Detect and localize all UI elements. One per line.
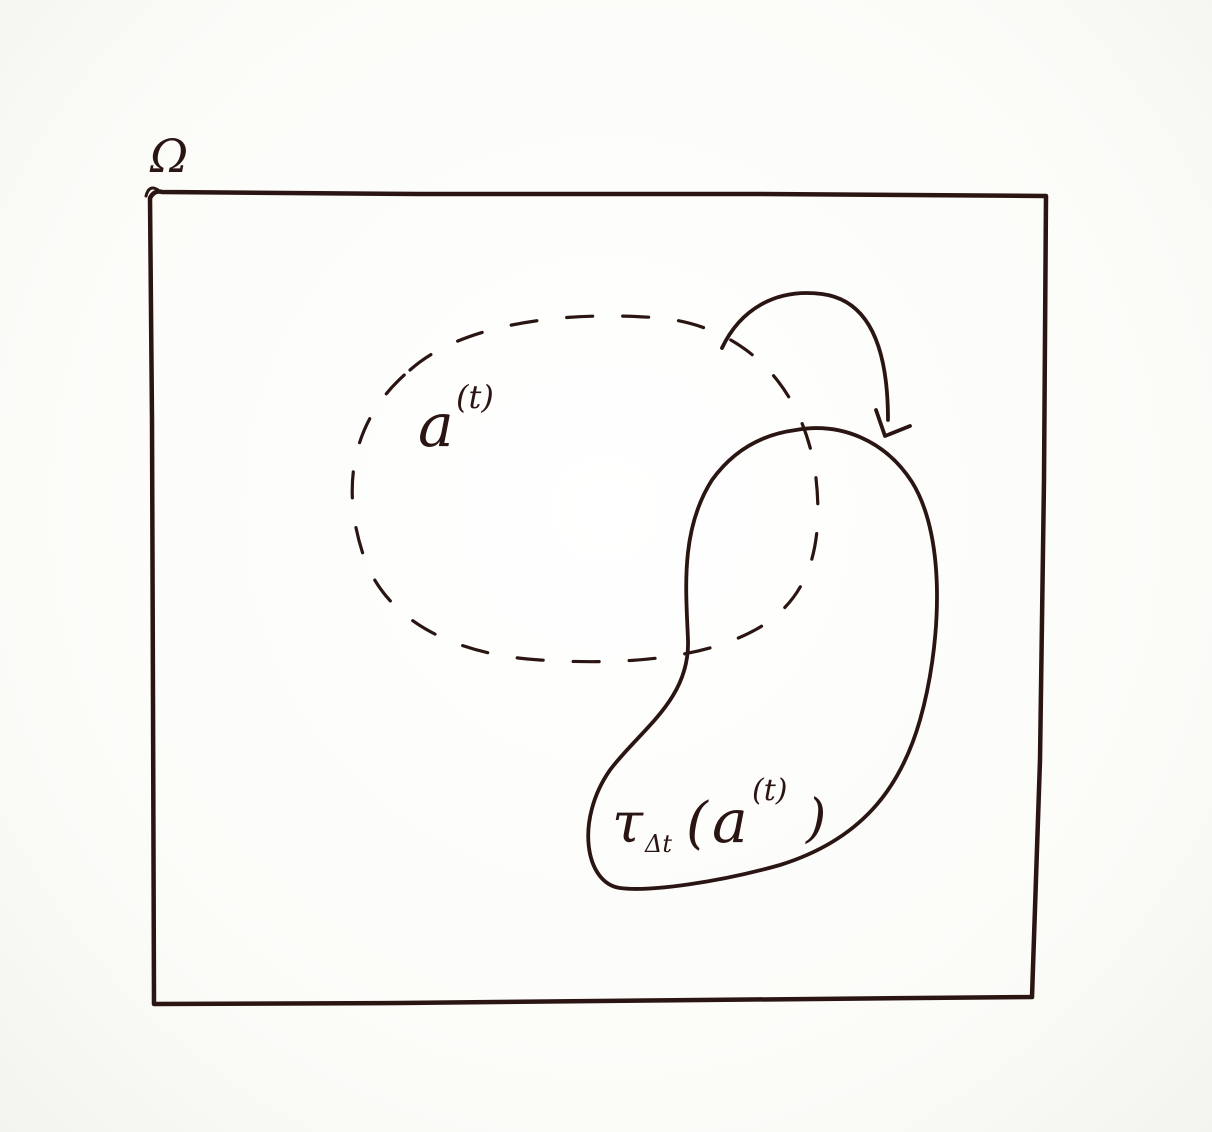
box-corner-flick	[144, 186, 160, 198]
transform-arrow-head	[874, 408, 912, 438]
domain-omega-label: Ω	[149, 129, 188, 183]
transformed-label-close-paren: )	[805, 789, 826, 849]
transformed-label-tau: τ	[612, 791, 644, 856]
transformed-label-open-paren: (	[686, 791, 709, 856]
domain-boundary-box	[147, 189, 1049, 1007]
original-region-label-base: a	[418, 391, 454, 461]
transformed-label-superscript: (t)	[752, 773, 787, 808]
transform-arrow-curve	[720, 291, 890, 422]
original-region-label-superscript: (t)	[456, 378, 494, 416]
transformed-label-base: a	[712, 787, 748, 857]
transformed-region-outline	[586, 426, 939, 891]
original-region-dashed-outline	[350, 314, 820, 664]
transformed-label-subscript: Δt	[644, 830, 672, 858]
